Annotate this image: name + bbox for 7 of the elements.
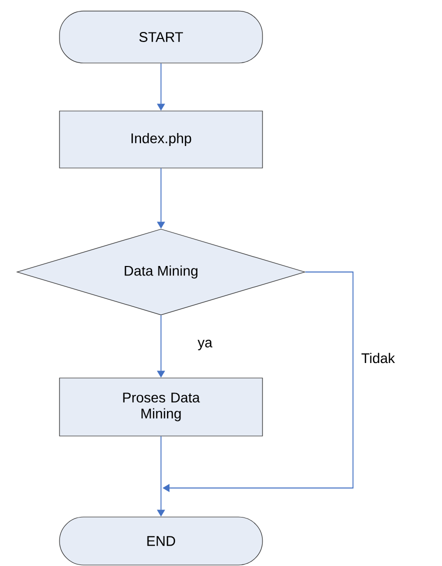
arrow: [162, 272, 354, 492]
edge-label: Tidak: [360, 352, 396, 364]
process-box: Proses Data Mining: [59, 378, 263, 436]
terminator-pill: START: [59, 10, 263, 64]
edge-label: ya: [196, 338, 214, 352]
terminator-pill: END: [59, 516, 263, 566]
process-box: Index.php: [59, 110, 263, 168]
